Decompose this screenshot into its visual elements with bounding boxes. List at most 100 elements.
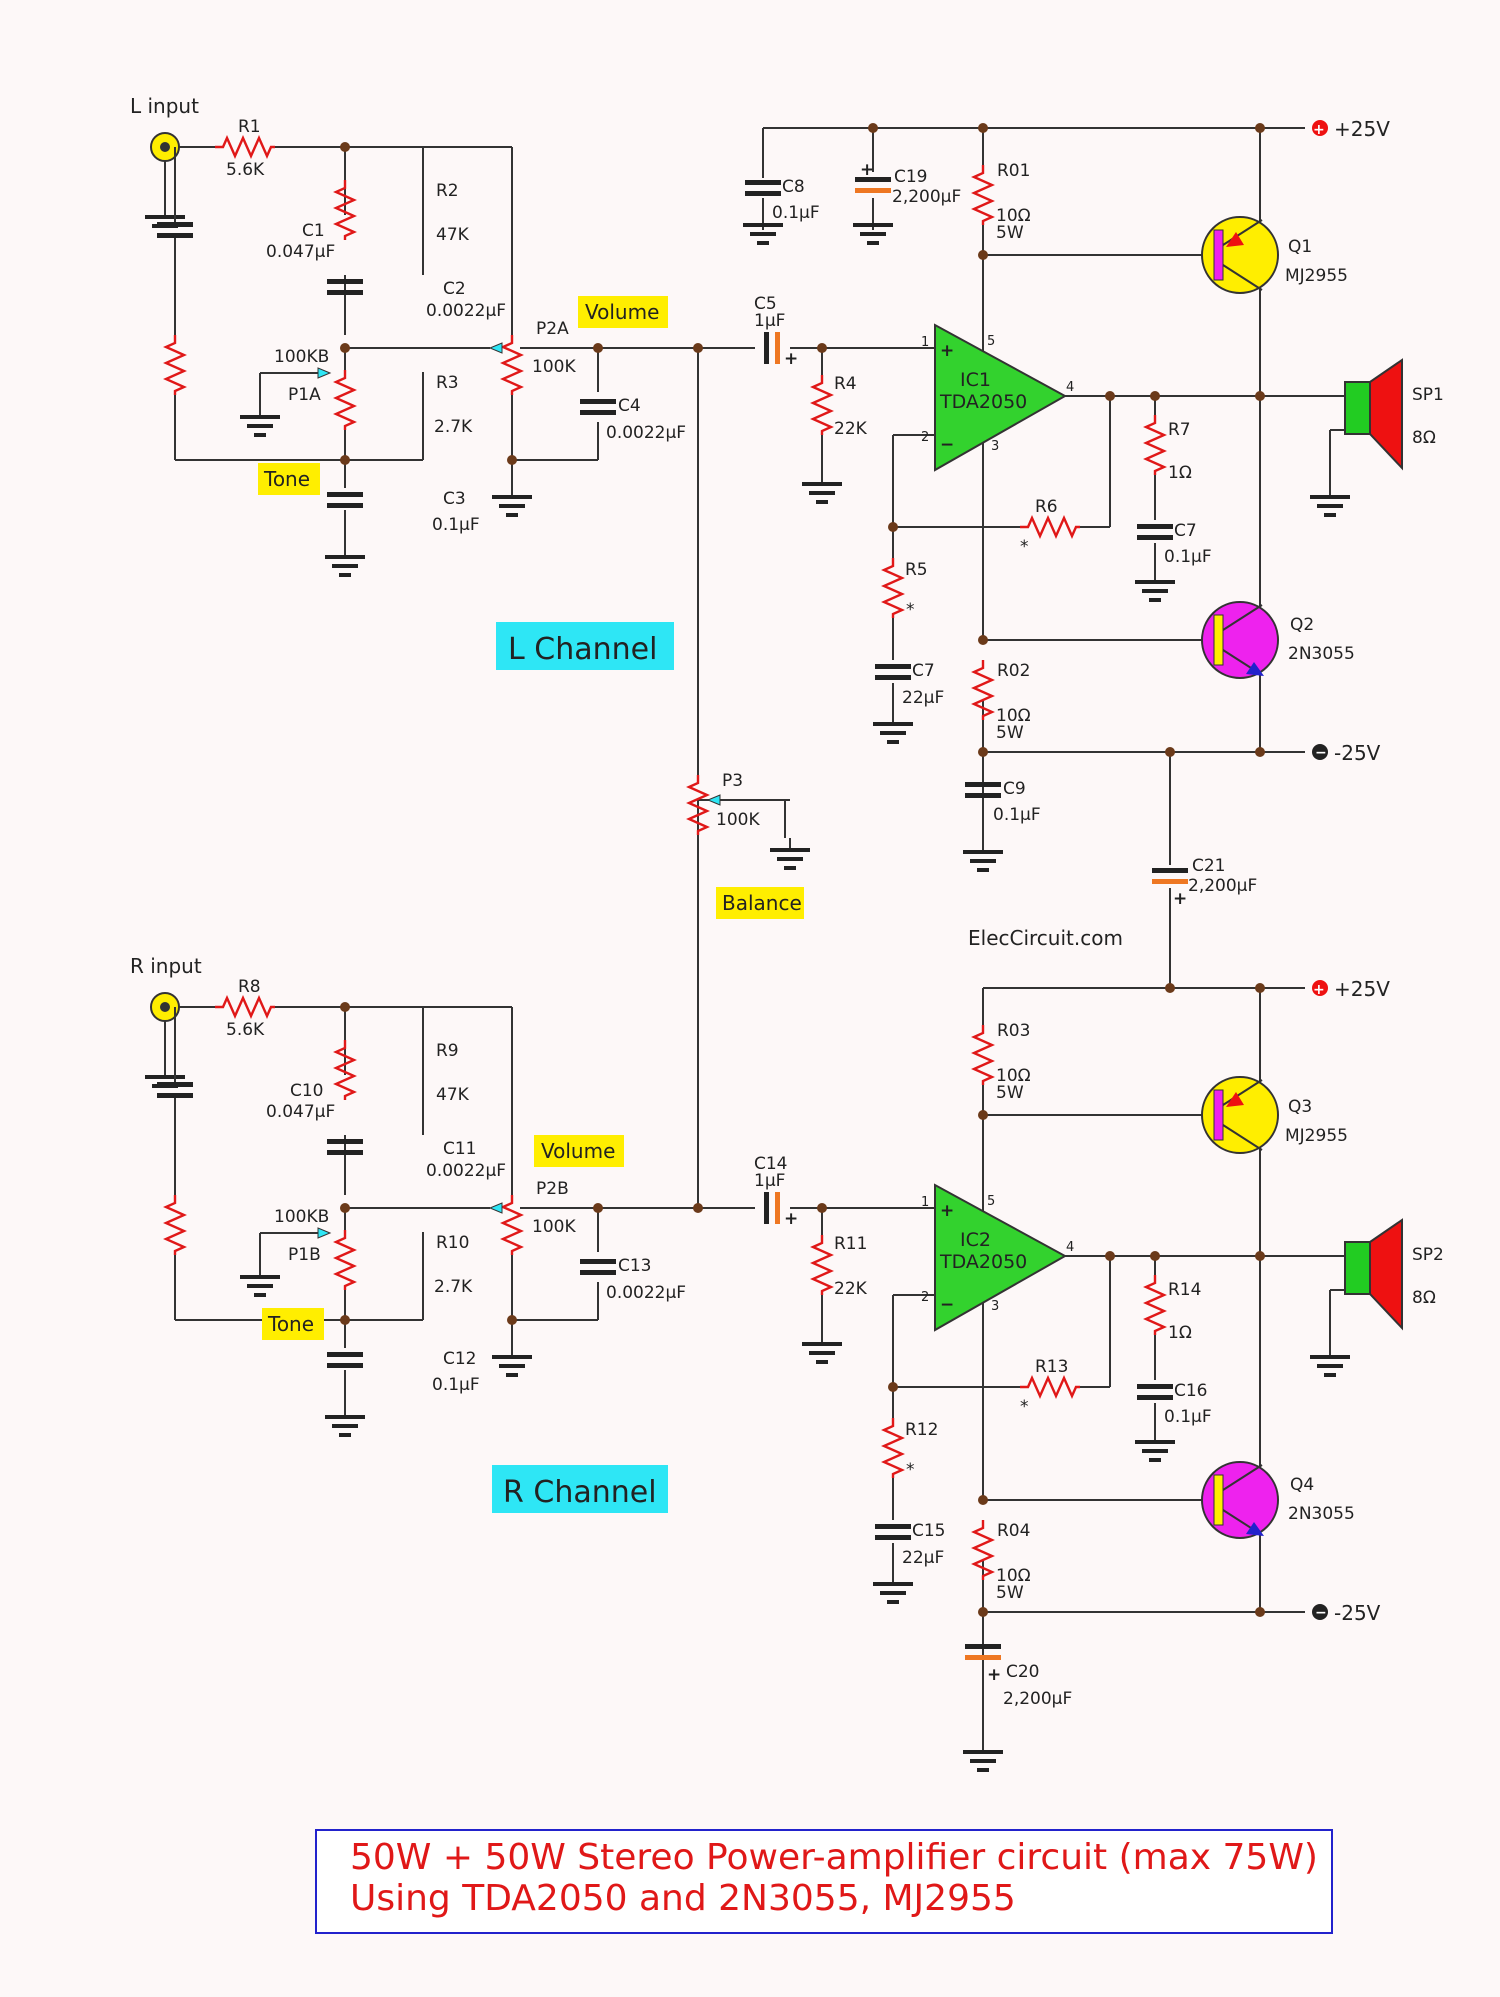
title-box [315,1829,1333,1934]
r7-ref: R7 [1168,420,1191,440]
ic2-pin3: 3 [991,1299,999,1314]
ic1-pin1: 1 [921,335,929,350]
tone-tag-l: Tone [263,467,310,491]
c2-ref: C2 [443,279,466,299]
symbols-right: + + − + + − [143,980,1403,1772]
sp1-body [1344,381,1371,435]
r13-value: * [1020,1397,1029,1417]
balance-tag-bg [716,887,804,919]
r9-ref: R9 [436,1041,459,1061]
r13-ref: R13 [1035,1357,1068,1377]
ic2-part: TDA2050 [939,1251,1027,1273]
q1-part: MJ2955 [1285,266,1348,286]
c10-value: 0.047µF [266,1102,335,1122]
r03-ref: R03 [997,1021,1030,1041]
c13-value: 0.0022µF [606,1283,686,1303]
ic2-pin5: 5 [987,1194,995,1209]
r12-ref: R12 [905,1420,938,1440]
c4-ref: C4 [618,396,641,416]
rail-neg-2: -25V [1334,1601,1381,1625]
title-line-2: Using TDA2050 and 2N3055, MJ2955 [350,1878,1016,1919]
c8-value: 0.1µF [772,203,820,223]
ic2-ref: IC2 [960,1229,991,1251]
svg-text:+: + [940,341,954,361]
tone-tag-r-bg [262,1308,324,1340]
c7a-value: 22µF [902,688,944,708]
c14-value: 1µF [754,1171,785,1191]
volume-tag-r: Volume [541,1139,615,1163]
c9-value: 0.1µF [993,805,1041,825]
r11-ref: R11 [834,1234,867,1254]
r02-value1: 10Ω [996,706,1031,726]
r6-value: * [1020,537,1029,557]
r03-value2: 5W [996,1083,1024,1103]
r5-value: * [906,600,915,620]
rail-pos-2: +25V [1334,977,1390,1001]
sp1-ref: SP1 [1412,385,1444,405]
q3-pnp [1201,1076,1279,1154]
rail-neg-1: -25V [1334,741,1381,765]
p1b-ref: P1B [288,1245,321,1265]
r01-ref: R01 [997,161,1030,181]
r1-value: 5.6K [226,160,265,180]
c9-ref: C9 [1003,779,1026,799]
r04-value2: 5W [996,1583,1024,1603]
c7a-ref: C7 [912,661,935,681]
input-r-label: R input [130,954,202,978]
ic2-pin1: 1 [921,1195,929,1210]
c16-ref: C16 [1174,1381,1208,1401]
r03-value1: 10Ω [996,1066,1031,1086]
svg-text:+: + [784,349,798,369]
r11-value: 22K [834,1279,868,1299]
q1-ref: Q1 [1288,237,1312,257]
sp2-value: 8Ω [1412,1288,1436,1308]
ic2-pin4: 4 [1066,1240,1074,1255]
c1-ref: C1 [302,221,325,241]
rail-pos-1: +25V [1334,117,1390,141]
r4-value: 22K [834,419,868,439]
q2-npn [1201,601,1279,679]
c16-value: 0.1µF [1164,1407,1212,1427]
channel-r-label: R Channel [503,1475,657,1510]
c13-ref: C13 [618,1256,652,1276]
r7-value: 1Ω [1168,463,1192,483]
sp1-cone [1369,358,1403,471]
ic1-pin3: 3 [991,439,999,454]
channel-l-bg [496,622,674,670]
c21-value: 2,200µF [1188,876,1257,896]
r14-ref: R14 [1168,1280,1201,1300]
labels-left: R1 5.6K C1 0.047µF 100KB P1A R2 47K C2 0… [226,117,1444,825]
c14-ref: C14 [754,1154,788,1174]
svg-text:+: + [784,1209,798,1229]
sp2-body [1344,1241,1371,1295]
balance-tag: Balance [722,891,802,915]
p1a-ref: P1A [288,385,321,405]
r6-ref: R6 [1035,497,1058,517]
r2-value: 47K [436,225,470,245]
c15-ref: C15 [912,1521,946,1541]
q2-part: 2N3055 [1288,644,1355,664]
labels-right: R8 5.6K C10 0.047µF 100KB P1B R9 47K C11… [226,977,1444,1709]
input-l-label: L input [130,94,199,118]
r04-value1: 10Ω [996,1566,1031,1586]
c8-ref: C8 [782,177,805,197]
tone-tag-l-bg [258,463,320,495]
svg-text:−: − [940,435,954,455]
svg-text:+: + [1313,982,1325,998]
c3-value: 0.1µF [432,515,480,535]
c7b-ref: C7 [1174,521,1197,541]
c10-ref: C10 [290,1081,324,1101]
ic1-pin4: 4 [1066,380,1074,395]
r1-ref: R1 [238,117,261,137]
ic1-part: TDA2050 [939,391,1027,413]
r04-ref: R04 [997,1521,1030,1541]
r2-ref: R2 [436,181,459,201]
p3-ref: P3 [722,771,743,791]
svg-text:−: − [940,1295,954,1315]
p2a-ref: P2A [536,319,569,339]
balance-pot-symbol [687,773,812,870]
c5-value: 1µF [754,311,785,331]
p2a-value: 100K [532,357,576,377]
svg-text:+: + [1173,889,1187,909]
